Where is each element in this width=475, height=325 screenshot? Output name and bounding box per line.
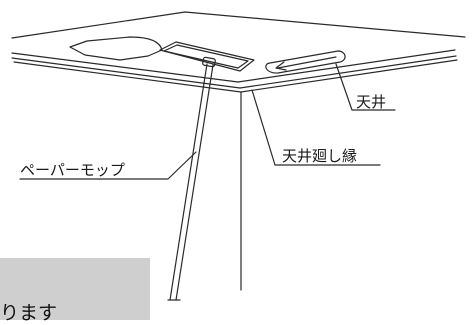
caption-panel [0,258,150,320]
mop-handle-left [169,63,208,301]
ceiling-edge-molding-left-1 [11,52,239,83]
label-ceiling: 天井 [356,93,387,111]
ceiling-edge-molding-left-2 [11,57,241,89]
direction-arrow-head [275,61,287,71]
ceiling-edge-molding-right-2 [239,55,457,89]
ceiling-edge-molding-right-3 [240,59,458,93]
label-ceiling-edge: 天井廻し縁 [282,147,358,165]
mop-handle-right [175,64,214,301]
leader-ceiling [335,63,396,111]
caption-text: ります [0,302,58,324]
leader-mop [19,151,197,180]
ceiling-edge-molding-right-1 [237,49,456,83]
ceiling-spot [69,36,163,61]
direction-arrow-line [277,56,337,69]
ceiling-plane [11,11,466,39]
label-paper-mop: ペーパーモップ [20,161,125,179]
mop-head-inner [163,44,249,69]
mop-head [159,41,255,72]
leader-ceiling-edge [251,89,381,166]
direction-arrow-loop [265,50,346,74]
mop-joint [202,56,216,68]
